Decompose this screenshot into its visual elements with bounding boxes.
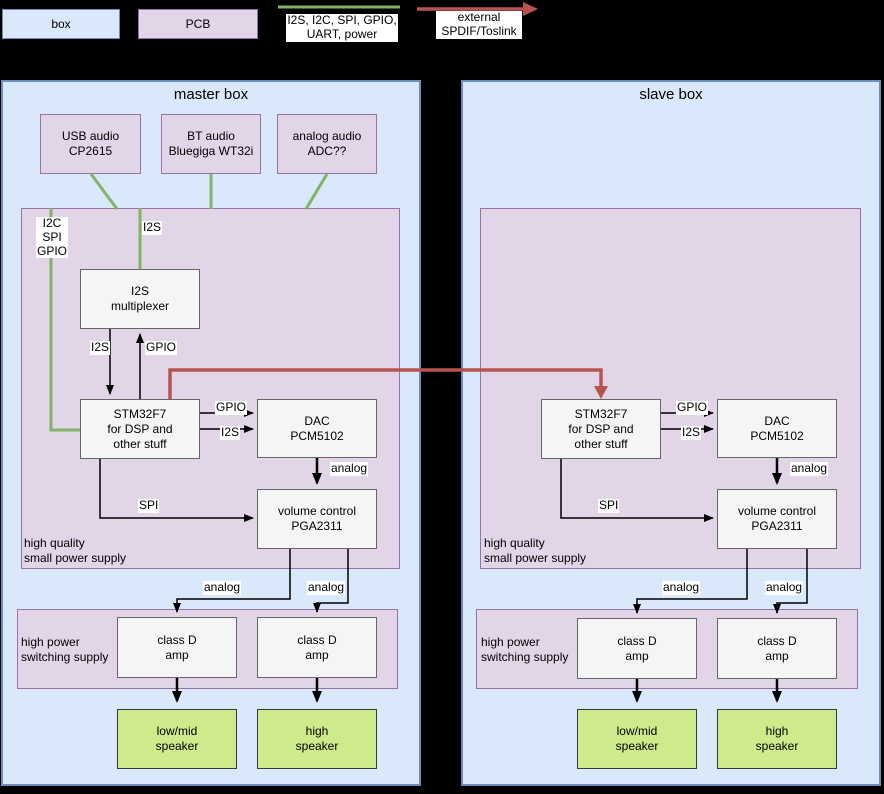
label-i2s-mcu-to-dac-slave: I2S bbox=[681, 425, 702, 440]
label-analog-dac-slave: analog bbox=[790, 461, 829, 476]
slave-pcb-small-label: high quality small power supply bbox=[484, 536, 587, 565]
label-spi-master: SPI bbox=[138, 498, 160, 513]
label-gpio-mcu-to-dac-master: GPIO bbox=[215, 400, 248, 415]
i2s-multiplexer-node: I2S multiplexer bbox=[80, 269, 200, 329]
slave-dac-node: DAC PCM5102 bbox=[717, 399, 837, 458]
label-i2s-in: I2S bbox=[142, 220, 163, 235]
legend-signal-label: I2S, I2C, SPI, GPIO, UART, power bbox=[286, 13, 398, 42]
label-analog-left-slave: analog bbox=[662, 580, 701, 595]
legend-pcb-swatch: PCB bbox=[138, 9, 258, 39]
master-speaker-high-node: high speaker bbox=[257, 709, 377, 769]
label-bus-i2c-spi-gpio: I2C SPI GPIO bbox=[36, 216, 69, 259]
slave-amp-right-node: class D amp bbox=[717, 618, 837, 679]
master-pcb-small-label: high quality small power supply bbox=[24, 536, 127, 565]
slave-box-title: slave box bbox=[639, 86, 703, 103]
master-box-title: master box bbox=[173, 86, 249, 103]
usb-audio-node: USB audio CP2615 bbox=[40, 114, 141, 174]
master-volume-node: volume control PGA2311 bbox=[257, 489, 377, 549]
master-mcu-node: STM32F7 for DSP and other stuff bbox=[80, 399, 200, 459]
legend-external-arrowhead bbox=[523, 2, 538, 16]
master-dac-node: DAC PCM5102 bbox=[257, 399, 377, 458]
label-i2s-mux-to-mcu: I2S bbox=[90, 340, 111, 355]
label-analog-left-master: analog bbox=[203, 580, 242, 595]
label-gpio-mcu-to-mux: GPIO bbox=[145, 340, 178, 355]
slave-mcu-node: STM32F7 for DSP and other stuff bbox=[541, 399, 661, 459]
bt-audio-node: BT audio Bluegiga WT32i bbox=[161, 114, 261, 174]
slave-speaker-high-node: high speaker bbox=[717, 709, 837, 769]
label-i2s-mcu-to-dac-master: I2S bbox=[220, 425, 241, 440]
master-amp-left-node: class D amp bbox=[117, 617, 237, 678]
analog-audio-node: analog audio ADC?? bbox=[277, 114, 377, 174]
slave-amp-left-node: class D amp bbox=[577, 618, 697, 679]
master-speaker-low-node: low/mid speaker bbox=[117, 709, 237, 769]
label-analog-dac-master: analog bbox=[330, 461, 369, 476]
label-analog-right-master: analog bbox=[307, 580, 346, 595]
slave-pcb-power-label: high power switching supply bbox=[481, 635, 569, 664]
slave-volume-node: volume control PGA2311 bbox=[717, 489, 837, 549]
legend-external-label: external SPDIF/Toslink bbox=[436, 10, 522, 39]
slave-speaker-low-node: low/mid speaker bbox=[577, 709, 697, 769]
master-amp-right-node: class D amp bbox=[257, 617, 377, 678]
label-gpio-mcu-to-dac-slave: GPIO bbox=[676, 400, 709, 415]
label-spi-slave: SPI bbox=[598, 498, 620, 513]
label-analog-right-slave: analog bbox=[765, 580, 804, 595]
master-pcb-power-label: high power switching supply bbox=[21, 635, 109, 664]
legend-box-swatch: box bbox=[2, 9, 120, 39]
